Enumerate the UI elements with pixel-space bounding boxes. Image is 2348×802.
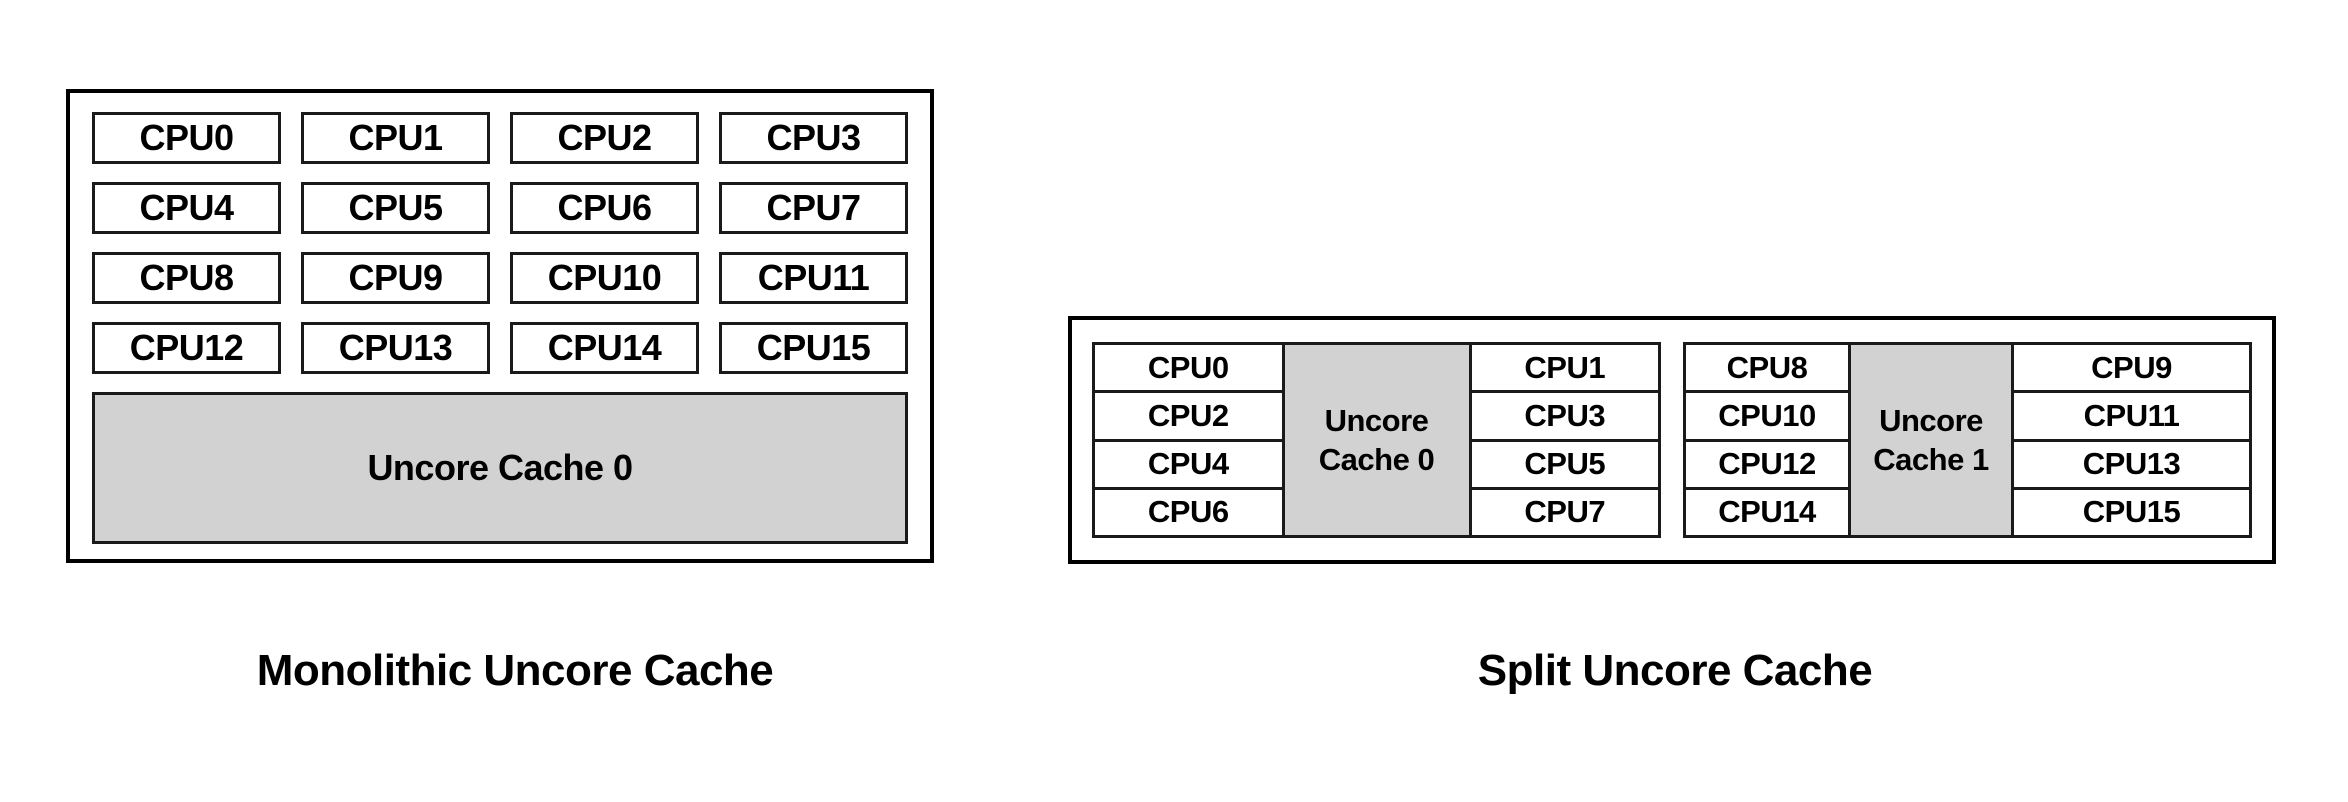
split-cluster-left-column: CPU0 CPU2 CPU4 CPU6	[1092, 342, 1285, 538]
cpu-box: CPU7	[1468, 486, 1661, 538]
cpu-box: CPU1	[1468, 342, 1661, 394]
cpu-box: CPU5	[301, 182, 490, 234]
cpu-box: CPU4	[1092, 438, 1285, 490]
cpu-box: CPU5	[1468, 438, 1661, 490]
uncore-cache-box: Uncore Cache 0	[1281, 342, 1472, 538]
monolithic-cpu-grid: CPU0 CPU1 CPU2 CPU3 CPU4 CPU5 CPU6 CPU7 …	[92, 112, 908, 374]
cpu-box: CPU14	[1683, 486, 1851, 538]
cpu-box: CPU13	[2011, 438, 2252, 490]
monolithic-caption: Monolithic Uncore Cache	[256, 646, 774, 695]
cpu-box: CPU15	[2011, 486, 2252, 538]
cpu-box: CPU1	[301, 112, 490, 164]
cpu-box: CPU0	[92, 112, 281, 164]
cpu-box: CPU13	[301, 322, 490, 374]
cpu-box: CPU2	[1092, 390, 1285, 442]
cpu-box: CPU15	[719, 322, 908, 374]
cpu-box: CPU10	[510, 252, 699, 304]
cpu-box: CPU7	[719, 182, 908, 234]
cpu-box: CPU6	[1092, 486, 1285, 538]
cpu-box: CPU12	[92, 322, 281, 374]
split-cluster-right-column: CPU9 CPU11 CPU13 CPU15	[2011, 342, 2252, 538]
cpu-box: CPU11	[719, 252, 908, 304]
cpu-box: CPU3	[719, 112, 908, 164]
monolithic-uncore-panel: CPU0 CPU1 CPU2 CPU3 CPU4 CPU5 CPU6 CPU7 …	[66, 89, 934, 563]
cpu-box: CPU11	[2011, 390, 2252, 442]
split-cluster: CPU0 CPU2 CPU4 CPU6 Uncore Cache 0 CPU1 …	[1092, 342, 1661, 538]
cpu-box: CPU14	[510, 322, 699, 374]
uncore-cache-box: Uncore Cache 0	[92, 392, 908, 544]
cpu-box: CPU3	[1468, 390, 1661, 442]
split-uncore-panel: CPU0 CPU2 CPU4 CPU6 Uncore Cache 0 CPU1 …	[1068, 316, 2276, 564]
cpu-box: CPU6	[510, 182, 699, 234]
split-caption: Split Uncore Cache	[1477, 646, 1873, 695]
uncore-cache-box: Uncore Cache 1	[1848, 342, 2014, 538]
split-cluster-right-column: CPU1 CPU3 CPU5 CPU7	[1468, 342, 1661, 538]
cpu-box: CPU8	[92, 252, 281, 304]
cpu-box: CPU9	[2011, 342, 2252, 394]
cpu-box: CPU0	[1092, 342, 1285, 394]
cpu-box: CPU4	[92, 182, 281, 234]
split-cluster: CPU8 CPU10 CPU12 CPU14 Uncore Cache 1 CP…	[1683, 342, 2252, 538]
cpu-box: CPU9	[301, 252, 490, 304]
cpu-box: CPU8	[1683, 342, 1851, 394]
cpu-box: CPU2	[510, 112, 699, 164]
split-cluster-left-column: CPU8 CPU10 CPU12 CPU14	[1683, 342, 1851, 538]
cpu-box: CPU10	[1683, 390, 1851, 442]
cpu-box: CPU12	[1683, 438, 1851, 490]
